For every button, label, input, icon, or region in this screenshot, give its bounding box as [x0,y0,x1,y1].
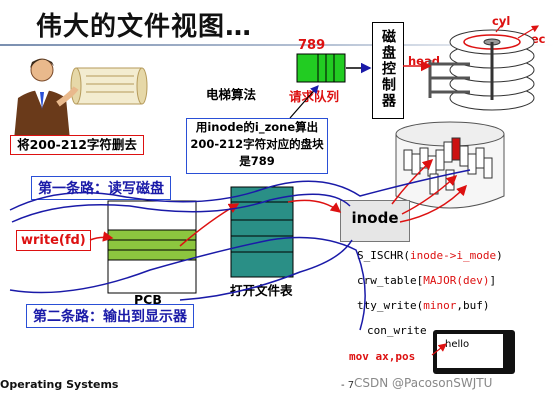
page-title: 伟大的文件视图… [36,12,253,42]
user-caption: 将200-212字符删去 [10,135,144,155]
inode-box: inode [340,200,410,242]
disk-platters-illustration [428,21,540,111]
code-line-tty-write: tty_write(minor,buf) [357,299,490,312]
watermark: CSDN @PacosonSWJTU [354,376,493,390]
code-line-con-write: con_write [367,324,427,337]
request-queue-box [296,53,346,83]
mov-instruction: mov ax,pos [349,350,416,363]
code-line-crw-table: crw_table[MAJOR(dev)] [357,274,497,287]
disk-controller-label: 磁盘控制器 [380,29,396,109]
path2-label: 第二条路：输出到显示器 [26,304,194,328]
disk-block-cylinder [395,121,505,209]
cyl-label: cyl [492,14,511,28]
zone-calculation-note: 用inode的i_zone算出200-212字符对应的盘块是789 [186,118,328,174]
code-line-s-ischr: S_ISCHR(inode->i_mode) [357,249,503,262]
queue-label: 请求队列 [289,89,340,104]
queue-number: 789 [298,38,326,53]
pcb-table [107,200,197,294]
title-underline [0,44,554,46]
monitor-icon: hello [433,330,515,374]
write-fd-call: write(fd) [16,230,91,251]
elevator-algorithm-label: 电梯算法 [206,87,257,102]
pcb-label: PCB [134,292,162,307]
disk-controller-box: 磁盘控制器 [372,22,404,119]
code-listing: S_ISCHR(inode->i_mode) crw_table[MAJOR(d… [357,243,503,343]
open-file-table-label: 打开文件表 [230,283,293,298]
monitor-text: hello [445,339,470,350]
inode-label: inode [351,209,399,227]
user-reading-scroll-illustration [14,58,148,140]
footer-course-name: Operating Systems [0,378,119,391]
monitor-screen: hello [437,334,503,368]
footer-page-number: - 7 [341,380,355,391]
